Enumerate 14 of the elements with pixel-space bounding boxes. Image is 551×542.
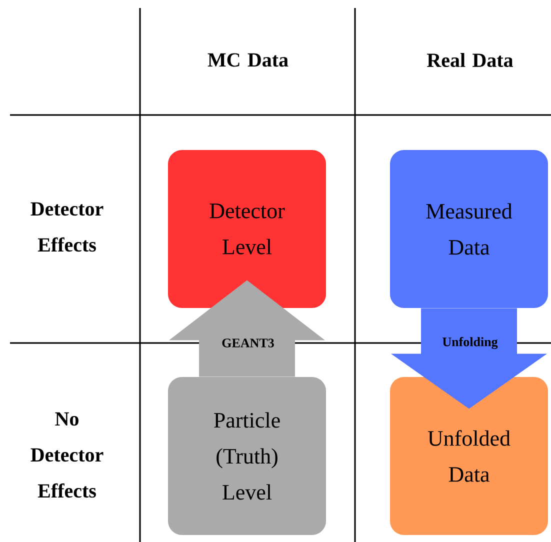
block-arrow xyxy=(169,280,325,377)
node-label: Measured Data xyxy=(426,203,512,255)
rounded-box: Measured Data xyxy=(390,150,548,308)
node-label: Particle (Truth) Level xyxy=(214,412,280,500)
edge-label: GEANT3 xyxy=(220,336,276,350)
header-label: Real Data xyxy=(427,52,513,68)
rounded-box: Detector Level xyxy=(168,150,326,308)
header-label: MC Data xyxy=(208,53,288,67)
rounded-box: Particle (Truth) Level xyxy=(168,377,326,535)
edge-label: Unfolding xyxy=(440,334,500,351)
block-arrow xyxy=(391,308,547,409)
header-label: No Detector Effects xyxy=(30,412,104,498)
header-label: Detector Effects xyxy=(30,202,104,252)
rounded-box: Unfolded Data xyxy=(390,377,548,535)
